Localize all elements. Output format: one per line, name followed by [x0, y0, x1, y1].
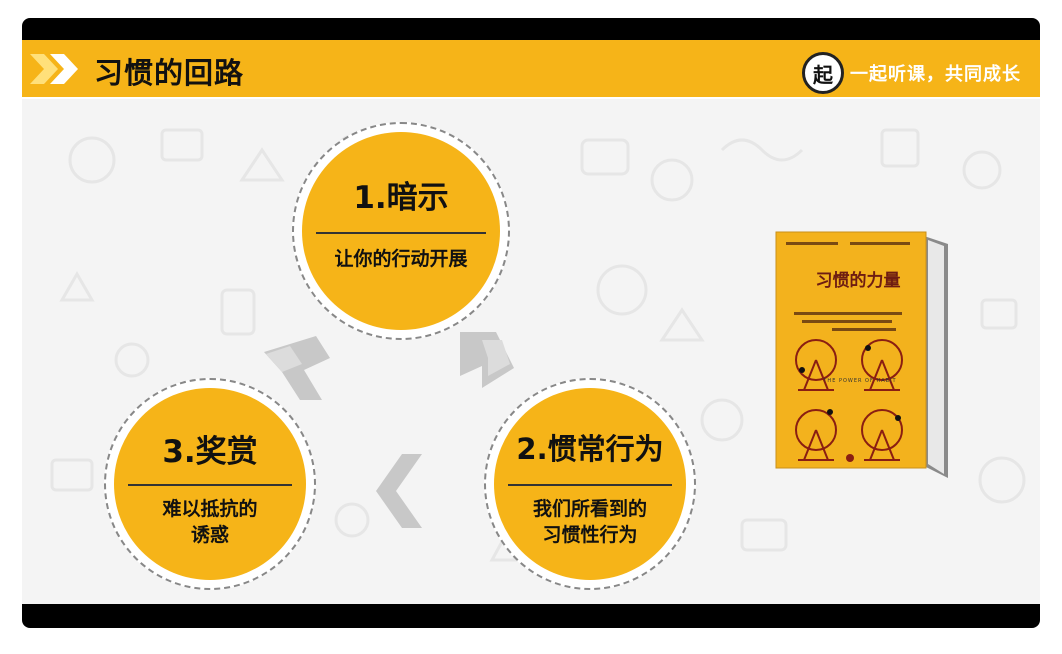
- slide-header: 习惯的回路 起 一起听课，共同成长: [22, 40, 1040, 99]
- divider: [128, 484, 292, 486]
- brand-logo-text: 起: [813, 62, 833, 87]
- loop-step-cue: 1.暗示 让你的行动开展: [292, 122, 510, 340]
- book-cover: 习惯的力量 THE POWER OF HABIT: [772, 230, 962, 484]
- loop-step-routine-desc-1: 我们所看到的: [532, 498, 647, 520]
- loop-step-reward-desc-1: 难以抵抗的: [162, 498, 258, 520]
- loop-step-routine-desc-2: 习惯性行为: [542, 524, 638, 546]
- cycle-arrow-icon: [376, 454, 422, 528]
- cycle-arrow-icon: [264, 336, 330, 400]
- brand-logo: 起: [802, 52, 844, 94]
- video-frame: 习惯的回路 起 一起听课，共同成长 1.暗示 让你的行动开展 2.惯常行为 我们…: [22, 18, 1040, 628]
- book-illustration: [775, 231, 948, 478]
- loop-step-routine-title: 2.惯常行为: [516, 432, 664, 466]
- loop-step-reward-desc-2: 诱惑: [190, 524, 229, 546]
- loop-step-reward-title: 3.奖赏: [162, 434, 258, 470]
- loop-step-reward-circle: 3.奖赏 难以抵抗的 诱惑: [114, 388, 306, 580]
- chevron-right-icon: [30, 54, 78, 84]
- book-subtitle: THE POWER OF HABIT: [823, 378, 897, 384]
- slide-title: 习惯的回路: [94, 56, 245, 90]
- loop-step-routine: 2.惯常行为 我们所看到的 习惯性行为: [484, 378, 696, 590]
- loop-step-cue-circle: 1.暗示 让你的行动开展: [302, 132, 500, 330]
- divider: [508, 484, 672, 486]
- loop-step-cue-desc: 让你的行动开展: [334, 248, 468, 270]
- loop-step-cue-title: 1.暗示: [353, 180, 449, 216]
- slide: 习惯的回路 起 一起听课，共同成长 1.暗示 让你的行动开展 2.惯常行为 我们…: [22, 40, 1040, 604]
- brand-slogan: 一起听课，共同成长: [850, 64, 1021, 85]
- cycle-arrow-icon: [460, 332, 514, 388]
- loop-step-reward: 3.奖赏 难以抵抗的 诱惑: [104, 378, 316, 590]
- loop-step-routine-circle: 2.惯常行为 我们所看到的 习惯性行为: [494, 388, 686, 580]
- divider: [316, 232, 486, 234]
- book-title: 习惯的力量: [815, 271, 901, 291]
